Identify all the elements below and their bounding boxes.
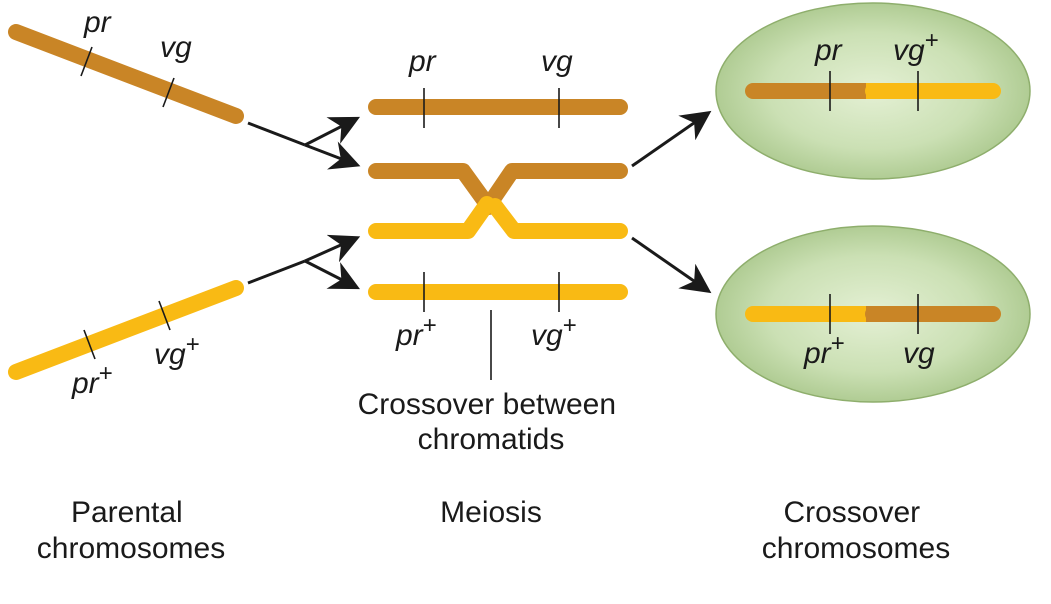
parental-top-pr-locus [80,46,93,77]
parental-bottom-pr-label: pr+ [71,360,113,400]
caption-meiosis: Meiosis [440,496,542,529]
cell-top-vg-label: vg+ [893,27,939,67]
arrow-to-top-cell [631,110,712,168]
meiosis-chromatid-3-left [368,196,495,239]
arrow-to-bottom-cell [631,236,712,294]
caption-parental: Parental chromosomes [37,496,225,565]
parental-bottom-vg-label: vg+ [154,331,200,371]
meiosis-chromatid-3-right [487,198,628,239]
parental-top-vg-label: vg [160,31,192,64]
caption-crossover: Crossover chromosomes [762,496,950,565]
parental-top-pr-label: pr [83,6,112,39]
arrows-bottom-parent [247,234,361,290]
cell-bottom-vg-label: vg [903,337,935,370]
arrows-top-parent [247,116,361,170]
cell-bottom-pr-label: pr+ [803,330,845,370]
parental-chromosome-bottom [8,280,244,380]
meiosis-bottom-pr-label: pr+ [395,312,437,352]
crossover-label: Crossover between chromatids [358,388,625,456]
cell-top-pr-label: pr [814,34,843,67]
meiosis-top-vg-label: vg [541,45,573,78]
parental-top-vg-locus [162,77,175,108]
meiosis-top-pr-label: pr [408,45,437,78]
parental-bottom-pr-locus [83,329,96,360]
parental-bottom-vg-locus [158,300,171,331]
meiosis-chromatid-2-right [487,163,628,204]
meiosis-chromatid-2-left [368,163,497,215]
meiosis-bottom-vg-label: vg+ [531,312,577,352]
parental-chromosome-top [8,24,244,124]
